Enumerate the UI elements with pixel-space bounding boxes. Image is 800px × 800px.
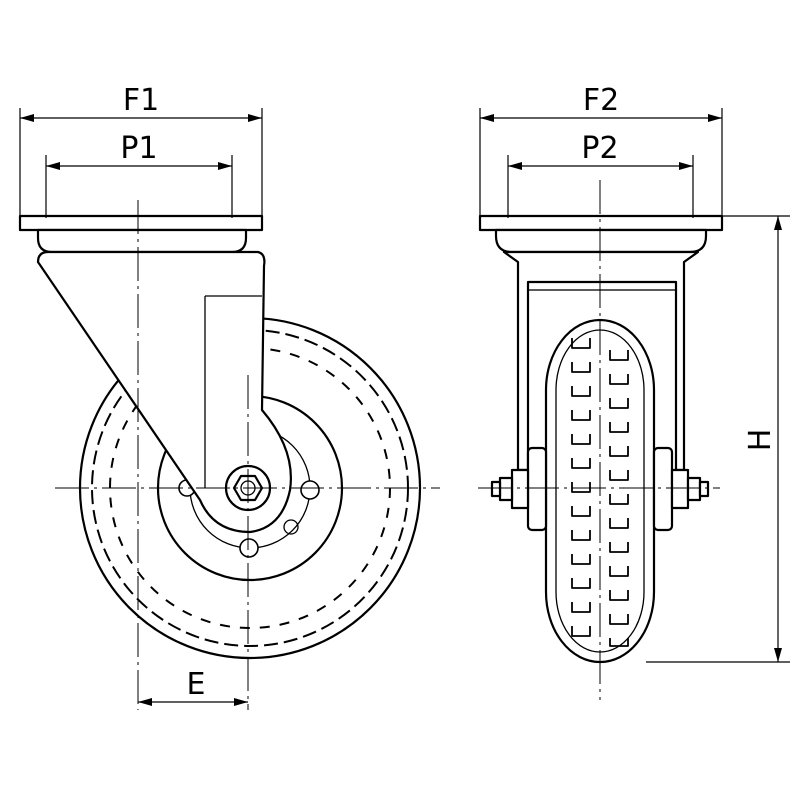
- side-top-plate: [18, 214, 264, 254]
- label-h: H: [743, 429, 778, 452]
- dim-e: E: [138, 667, 248, 706]
- label-f2: F2: [583, 83, 619, 118]
- dim-f1: F1: [19, 83, 263, 218]
- dim-h: H: [646, 215, 790, 663]
- label-p1: P1: [120, 131, 157, 166]
- dim-p2: P2: [507, 131, 694, 218]
- front-fork: [502, 250, 700, 472]
- label-p2: P2: [581, 131, 618, 166]
- label-e: E: [187, 667, 206, 702]
- front-axle: [490, 446, 710, 532]
- side-fork: [36, 250, 292, 534]
- side-view: F1 P1 E: [18, 83, 440, 710]
- label-f1: F1: [123, 83, 159, 118]
- front-top-plate: [478, 214, 724, 254]
- dim-f2: F2: [479, 83, 723, 218]
- front-view: F2 P2 H: [478, 83, 790, 700]
- dim-p1: P1: [45, 131, 233, 218]
